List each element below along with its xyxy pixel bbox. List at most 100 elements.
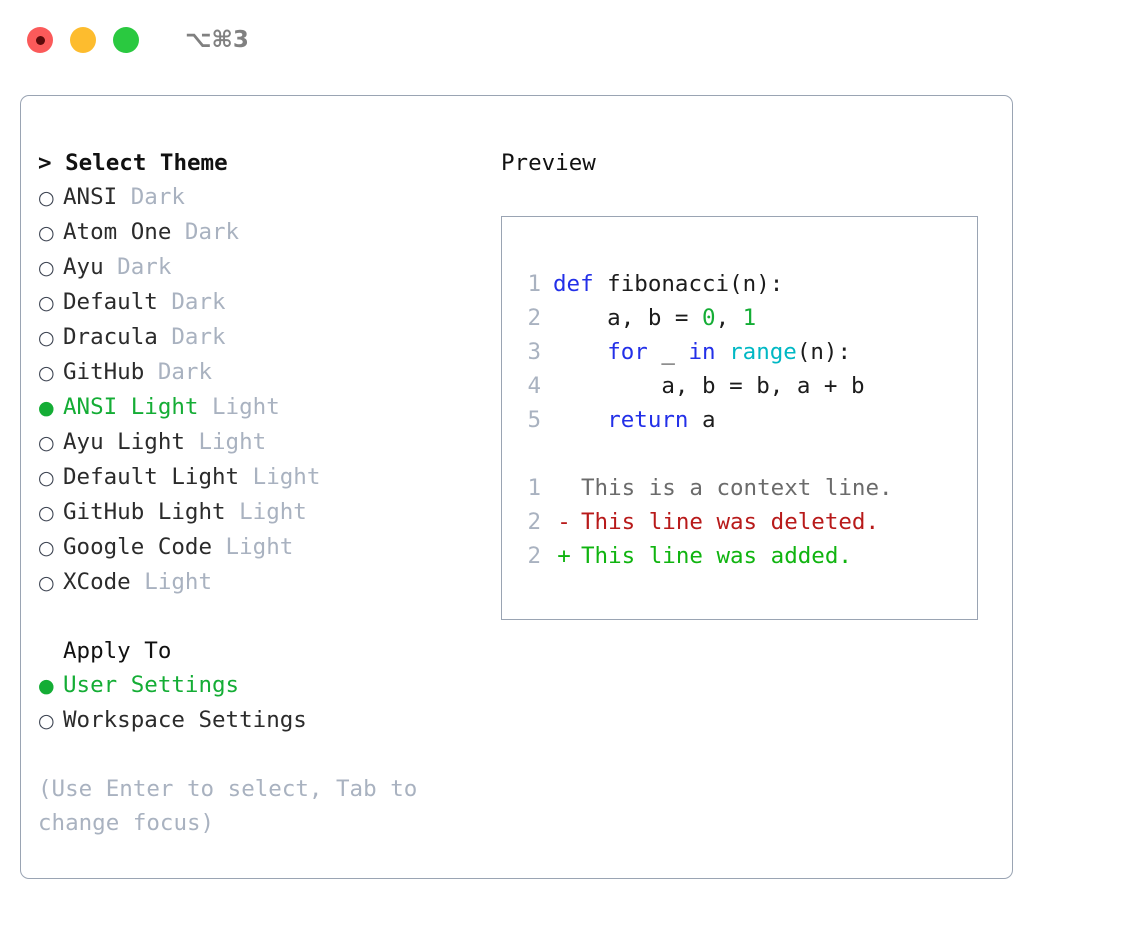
radio-unselected-icon: ○: [38, 327, 55, 349]
preview-heading: Preview: [501, 150, 596, 176]
code-token: a, b =: [553, 305, 703, 331]
radio-unselected-icon: ○: [38, 710, 55, 732]
maximize-button[interactable]: [113, 27, 139, 53]
theme-option[interactable]: ● ANSI Light Light: [38, 390, 478, 425]
close-button[interactable]: [27, 27, 53, 53]
theme-option[interactable]: ○Default Dark: [38, 285, 478, 320]
theme-option-variant: Dark: [171, 219, 240, 245]
theme-option[interactable]: ○Default Light Light: [38, 460, 478, 495]
diff-line: 1 This is a context line.: [515, 471, 971, 505]
window-controls: [27, 27, 139, 53]
code-token: def: [553, 271, 594, 297]
theme-option-label: Dracula: [63, 324, 158, 350]
code-token: range: [729, 339, 797, 365]
panel-columns: > Select Theme ○ANSI Dark○Atom One Dark○…: [21, 96, 1012, 878]
theme-option[interactable]: ○ XCode Light: [38, 565, 478, 600]
theme-option-label: ANSI Light: [63, 394, 199, 420]
apply-to-option[interactable]: ● User Settings: [38, 668, 478, 703]
theme-option-label: Default Light: [63, 464, 240, 490]
theme-option[interactable]: ○ Atom One Dark: [38, 215, 478, 250]
code-token: a: [688, 407, 716, 433]
theme-list: ○ANSI Dark○Atom One Dark○Ayu Dark○Defaul…: [38, 180, 478, 600]
theme-option-label: Google Code: [63, 534, 213, 560]
theme-option[interactable]: ○Ayu Light Light: [38, 425, 478, 460]
diff-line: 2-This line was deleted.: [515, 505, 971, 539]
diff-marker-icon: [553, 471, 575, 505]
code-line-text: a, b = b, a + b: [553, 369, 865, 403]
diff-marker-icon: -: [557, 509, 571, 535]
theme-option-label: Atom One: [63, 219, 172, 245]
theme-option-variant: Dark: [157, 324, 226, 350]
keyboard-shortcut-label: ⌥⌘3: [185, 27, 249, 53]
theme-selection-column: > Select Theme ○ANSI Dark○Atom One Dark○…: [38, 146, 478, 840]
theme-option-variant: Light: [184, 429, 267, 455]
radio-selected-icon: ●: [38, 675, 55, 697]
theme-option-variant: Light: [239, 464, 321, 490]
line-number: 3: [527, 339, 541, 365]
theme-option-label: ANSI: [63, 184, 118, 210]
diff-block: 1 This is a context line.2-This line was…: [515, 471, 971, 573]
code-line: 4 a, b = b, a + b: [515, 369, 971, 403]
code-token: fibonacci(n):: [593, 271, 784, 297]
code-line-text: for _ in range(n):: [553, 335, 851, 369]
code-line: 5 return a: [515, 403, 971, 437]
minimize-button[interactable]: [70, 27, 96, 53]
theme-option[interactable]: ○Ayu Dark: [38, 250, 478, 285]
code-line-text: return a: [553, 403, 716, 437]
code-token: in: [688, 339, 716, 365]
code-line-text: a, b = 0, 1: [553, 301, 756, 335]
theme-option[interactable]: ○ Dracula Dark: [38, 320, 478, 355]
theme-option-variant: Light: [198, 394, 280, 420]
theme-option[interactable]: ○ANSI Dark: [38, 180, 478, 215]
theme-option-variant: Dark: [157, 289, 226, 315]
code-token: [553, 407, 607, 433]
theme-option-variant: Light: [225, 499, 307, 525]
diff-line-text: This line was deleted.: [581, 509, 880, 535]
code-token: return: [607, 407, 689, 433]
radio-unselected-icon: ○: [38, 432, 55, 454]
radio-unselected-icon: ○: [38, 362, 55, 384]
list-spacer: [38, 600, 478, 634]
theme-option-variant: Dark: [103, 254, 172, 280]
line-number: 2: [527, 305, 541, 331]
code-token: (n):: [796, 339, 852, 365]
radio-unselected-icon: ○: [38, 572, 55, 594]
theme-option-label: GitHub Light: [63, 499, 226, 525]
diff-line-text: This is a context line.: [581, 475, 893, 501]
diff-line-number: 2: [527, 543, 541, 569]
theme-option-variant: Light: [130, 569, 213, 595]
code-token: [716, 339, 730, 365]
theme-option[interactable]: ○GitHub Dark: [38, 355, 478, 390]
apply-to-option-label: Workspace Settings: [63, 707, 307, 733]
theme-option-variant: Dark: [144, 359, 213, 385]
diff-line-number: 1: [527, 475, 541, 501]
theme-option[interactable]: ○GitHub Light Light: [38, 495, 478, 530]
line-number: 5: [527, 407, 541, 433]
radio-unselected-icon: ○: [38, 222, 55, 244]
select-theme-heading: > Select Theme: [38, 150, 228, 176]
diff-line-number: 2: [527, 509, 541, 535]
keyboard-hint-text: (Use Enter to select, Tab to change focu…: [38, 776, 431, 836]
theme-option-variant: Light: [212, 534, 294, 560]
line-number: 1: [527, 271, 541, 297]
radio-unselected-icon: ○: [38, 537, 55, 559]
code-line: 1 def fibonacci(n):: [515, 267, 971, 301]
code-token: a, b = b, a + b: [553, 373, 865, 399]
title-bar: ⌥⌘3: [0, 0, 1140, 80]
apply-to-option[interactable]: ○ Workspace Settings: [38, 703, 478, 738]
apply-to-option-label: User Settings: [63, 672, 240, 698]
code-token: _: [647, 339, 689, 365]
theme-option[interactable]: ○ Google Code Light: [38, 530, 478, 565]
radio-selected-icon: ●: [38, 397, 55, 419]
theme-option-label: XCode: [63, 569, 131, 595]
radio-unselected-icon: ○: [38, 292, 55, 314]
theme-picker-window: > Select Theme ○ANSI Dark○Atom One Dark○…: [20, 95, 1013, 879]
radio-unselected-icon: ○: [38, 187, 55, 209]
line-number: 4: [527, 373, 541, 399]
code-line: 3 for _ in range(n):: [515, 335, 971, 369]
code-token: for: [607, 339, 648, 365]
